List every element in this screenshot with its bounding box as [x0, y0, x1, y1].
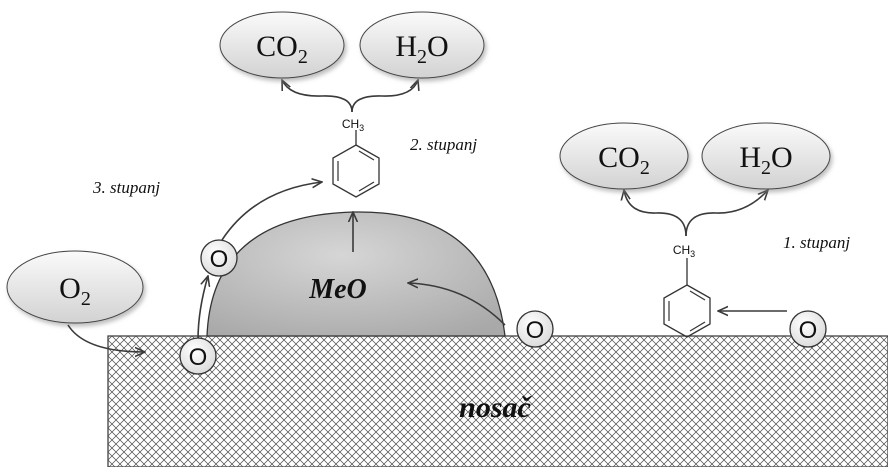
- h2o-ellipse: [359, 11, 485, 79]
- co2-ellipse: [219, 11, 345, 79]
- svg-text:O: O: [189, 344, 208, 371]
- toluene-molecule: CH3: [663, 243, 711, 338]
- oxide-particle: MeO: [206, 211, 506, 337]
- support-label: nosač: [459, 391, 532, 424]
- step2-label: 2. stupanj: [410, 135, 477, 154]
- co2-label: CO2: [256, 30, 308, 68]
- migration-arrow: [197, 276, 208, 341]
- h2o-label: H2O: [395, 30, 448, 68]
- step3-label: 3. stupanj: [92, 178, 160, 197]
- oxide-label: MeO: [308, 274, 367, 305]
- h2o-product-arrow: [351, 80, 418, 113]
- h2o-label: H2O: [739, 141, 792, 179]
- oxygen-atom: O: [200, 239, 238, 277]
- svg-text:O: O: [799, 317, 818, 344]
- co2-ellipse: [559, 122, 689, 190]
- oxygen-atom: O: [789, 310, 827, 348]
- oxygen-gas: [6, 250, 144, 324]
- adsorption-arrow: [67, 324, 145, 352]
- co2-product-arrow: [624, 190, 687, 237]
- oxide-replenish-arrow: [408, 283, 506, 326]
- toluene-molecule: CH3: [332, 117, 380, 198]
- h2o-product-arrow: [685, 190, 768, 237]
- oxygen-gas-label: O2: [59, 272, 91, 310]
- co2-product-arrow: [282, 80, 353, 113]
- methyl-label: CH3: [342, 117, 364, 133]
- h2o-ellipse: [701, 122, 831, 190]
- svg-text:O: O: [526, 317, 545, 344]
- svg-text:O: O: [210, 246, 229, 273]
- oxygen-atom: O: [516, 310, 554, 348]
- support: nosač: [107, 335, 888, 467]
- methyl-label: CH3: [673, 243, 695, 259]
- step3-arrow: [221, 182, 322, 241]
- step1-label: 1. stupanj: [783, 233, 850, 252]
- oxygen-atom: O: [179, 337, 217, 375]
- co2-label: CO2: [598, 141, 650, 179]
